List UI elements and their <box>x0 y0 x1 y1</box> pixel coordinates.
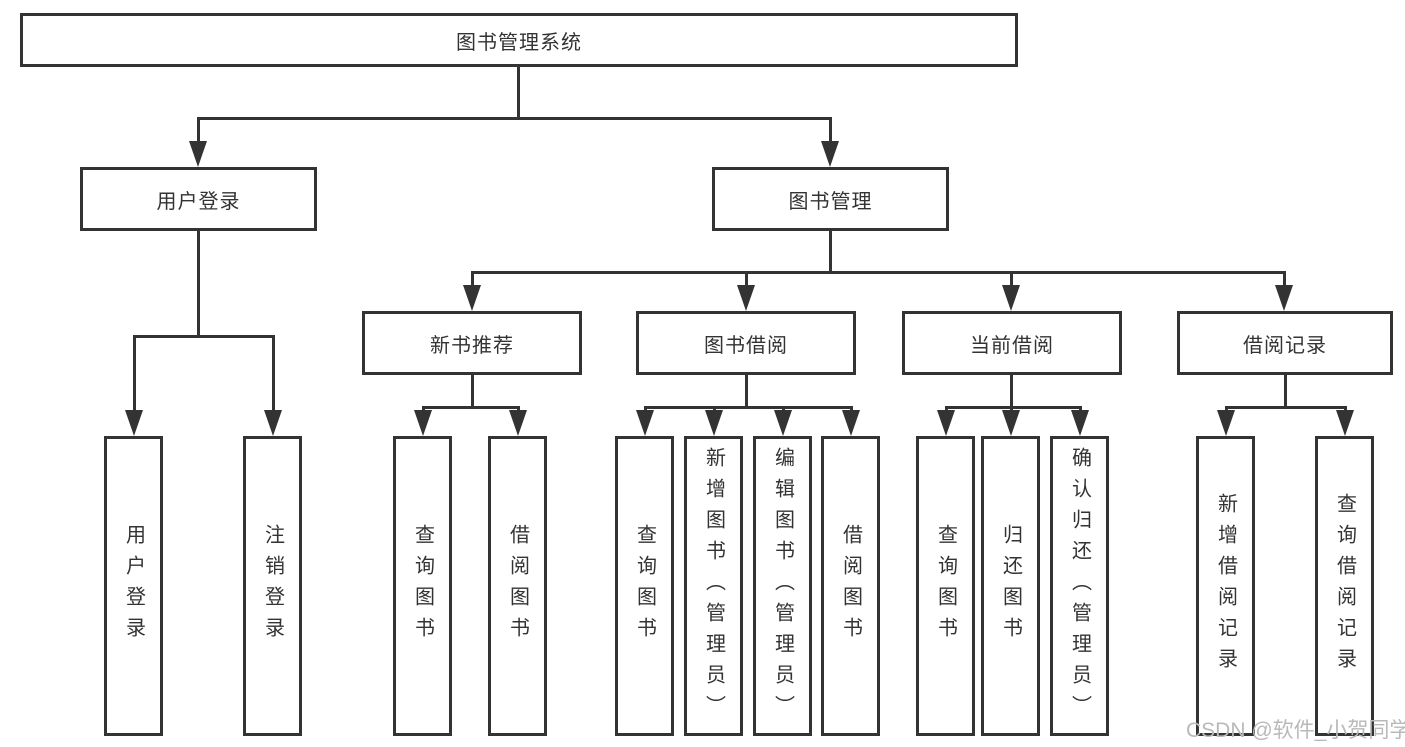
leaf-label: 归还图书 <box>999 524 1022 648</box>
node-label: 图书管理 <box>788 190 873 213</box>
connector-book-management-split <box>471 271 1284 274</box>
leaf-borrow-add-book-admin: 新增图书（管理员） <box>684 436 743 736</box>
arrow-down-icon <box>821 141 839 167</box>
node-book-management: 图书管理 <box>712 167 949 231</box>
arrow-down-icon <box>509 410 527 436</box>
csdn-watermark: CSDN @软件_小贺同学 <box>1186 719 1405 742</box>
leaf-recommend-borrow-book: 借阅图书 <box>488 436 547 736</box>
connector-borrow-split <box>645 406 851 409</box>
arrow-down-icon <box>463 285 481 311</box>
arrow-down-icon <box>705 410 723 436</box>
arrow-down-icon <box>1336 410 1354 436</box>
leaf-current-confirm-return-admin: 确认归还（管理员） <box>1050 436 1109 736</box>
node-user-login: 用户登录 <box>80 167 317 231</box>
connector-to-user-login <box>197 117 200 145</box>
leaf-current-return-book: 归还图书 <box>981 436 1040 736</box>
node-label: 图书借阅 <box>704 334 788 357</box>
connector-to-book-management <box>829 117 832 145</box>
connector-root-stem <box>517 67 520 117</box>
node-label: 当前借阅 <box>970 334 1054 357</box>
node-label: 借阅记录 <box>1243 334 1327 357</box>
connector-current-stem <box>1010 375 1013 409</box>
connector-records-split <box>1226 406 1345 409</box>
leaf-label: 用户登录 <box>122 524 145 648</box>
arrow-down-icon <box>125 410 143 436</box>
leaf-records-query-record: 查询借阅记录 <box>1315 436 1374 736</box>
leaf-borrow-edit-book-admin: 编辑图书（管理员） <box>753 436 812 736</box>
connector-user-login-split <box>133 335 274 338</box>
arrow-down-icon <box>636 410 654 436</box>
leaf-label: 确认归还（管理员） <box>1068 446 1091 726</box>
connector-current-split <box>946 406 1080 409</box>
arrow-down-icon <box>1071 410 1089 436</box>
leaf-label: 查询图书 <box>633 524 656 648</box>
connector-to-node <box>1283 271 1286 288</box>
arrow-down-icon <box>737 285 755 311</box>
arrow-down-icon <box>1275 285 1293 311</box>
connector-to-leaf <box>272 335 275 412</box>
node-library-system: 图书管理系统 <box>20 13 1018 67</box>
arrow-down-icon <box>774 410 792 436</box>
connector-to-node <box>1010 271 1013 288</box>
connector-borrow-stem <box>745 375 748 409</box>
connector-to-node <box>745 271 748 288</box>
arrow-down-icon <box>414 410 432 436</box>
leaf-borrow-query-book: 查询图书 <box>615 436 674 736</box>
connector-records-stem <box>1284 375 1287 409</box>
leaf-logout: 注销登录 <box>243 436 302 736</box>
connector-book-management-stem <box>829 231 832 271</box>
connector-root-split <box>197 117 831 120</box>
node-label: 图书管理系统 <box>456 31 582 54</box>
leaf-user-login: 用户登录 <box>104 436 163 736</box>
arrow-down-icon <box>842 410 860 436</box>
leaf-label: 查询借阅记录 <box>1333 493 1356 679</box>
leaf-label: 借阅图书 <box>506 524 529 648</box>
connector-to-leaf <box>133 335 136 412</box>
node-label: 新书推荐 <box>430 334 514 357</box>
leaf-label: 查询图书 <box>411 524 434 648</box>
node-new-book-recommend: 新书推荐 <box>362 311 582 375</box>
leaf-label: 查询图书 <box>934 524 957 648</box>
leaf-borrow-borrow-book: 借阅图书 <box>821 436 880 736</box>
leaf-label: 新增借阅记录 <box>1214 493 1237 679</box>
arrow-down-icon <box>1002 410 1020 436</box>
node-current-borrow: 当前借阅 <box>902 311 1122 375</box>
arrow-down-icon <box>1217 410 1235 436</box>
leaf-current-query-book: 查询图书 <box>916 436 975 736</box>
leaf-recommend-query-book: 查询图书 <box>393 436 452 736</box>
leaf-label: 注销登录 <box>261 524 284 648</box>
node-label: 用户登录 <box>156 190 241 213</box>
node-book-borrow: 图书借阅 <box>636 311 856 375</box>
arrow-down-icon <box>189 141 207 167</box>
node-borrow-records: 借阅记录 <box>1177 311 1393 375</box>
leaf-label: 新增图书（管理员） <box>702 446 725 726</box>
leaf-records-add-record: 新增借阅记录 <box>1196 436 1255 736</box>
connector-recommend-split <box>423 406 518 409</box>
connector-recommend-stem <box>471 375 474 409</box>
leaf-label: 借阅图书 <box>839 524 862 648</box>
connector-user-login-stem <box>197 231 200 335</box>
arrow-down-icon <box>1002 285 1020 311</box>
connector-to-node <box>471 271 474 288</box>
leaf-label: 编辑图书（管理员） <box>771 446 794 726</box>
arrow-down-icon <box>937 410 955 436</box>
arrow-down-icon <box>264 410 282 436</box>
